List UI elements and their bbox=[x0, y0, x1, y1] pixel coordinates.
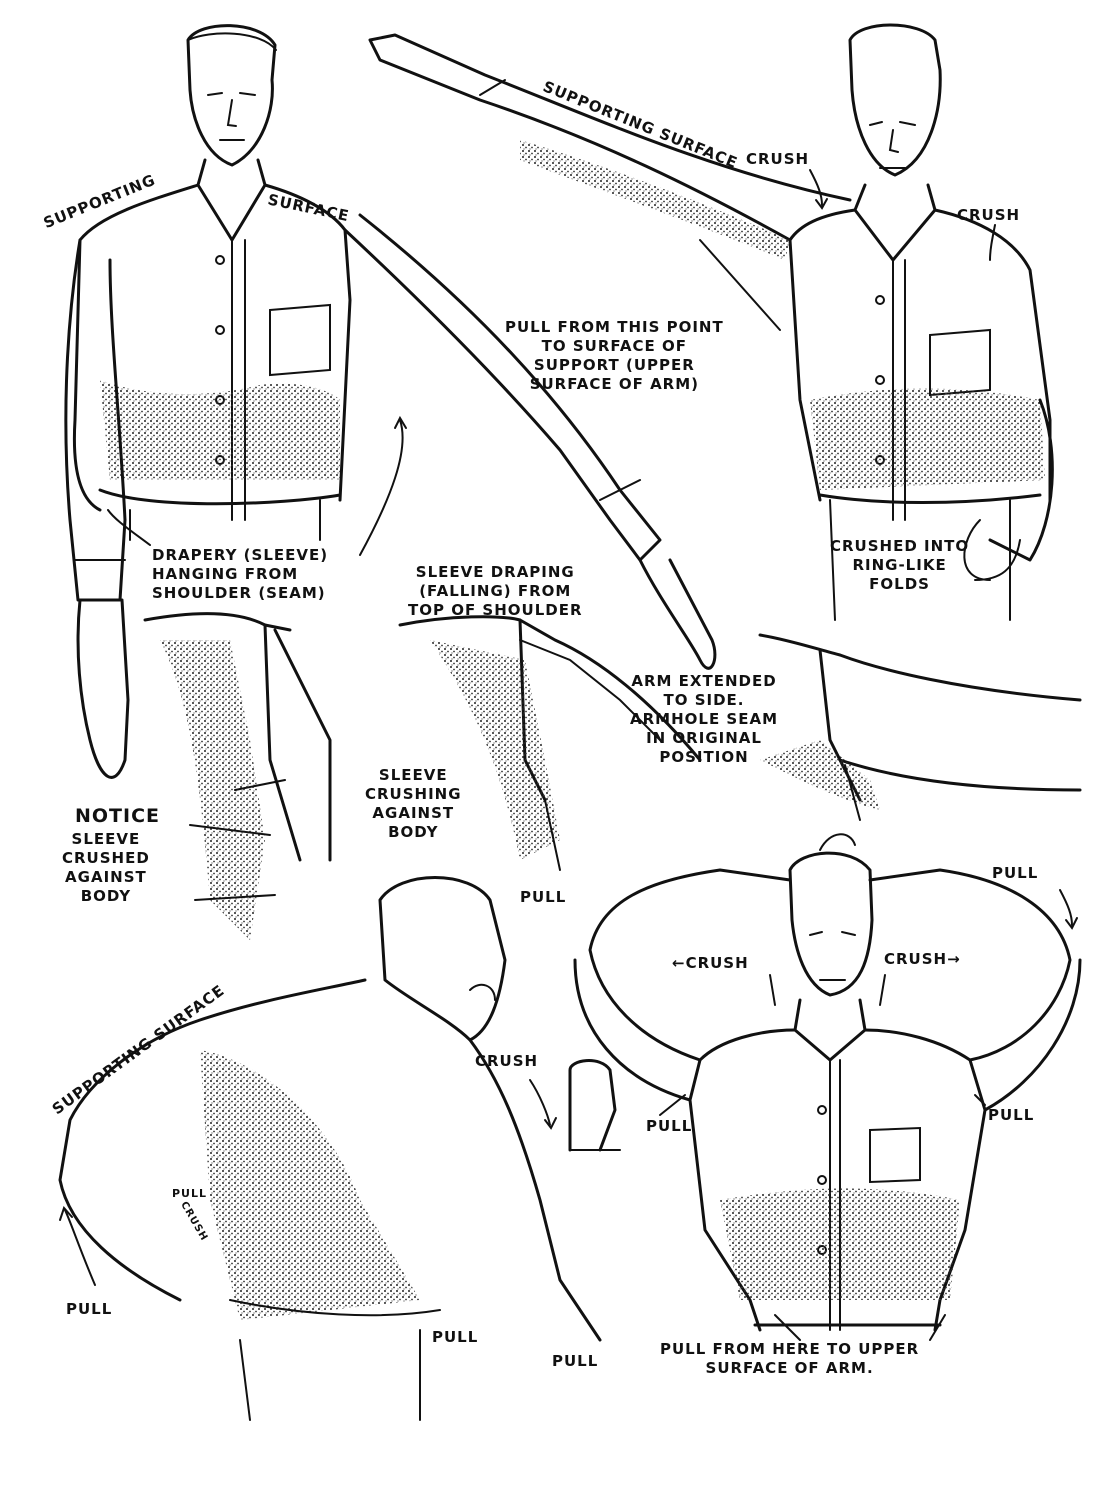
label-arm-extended-to-side: ARM EXTENDED TO SIDE. ARMHOLE SEAM IN OR… bbox=[630, 672, 779, 766]
label-sleeve-crushing: SLEEVE CRUSHING AGAINST BODY bbox=[365, 766, 462, 841]
label-crush-raised-left: CRUSH bbox=[746, 150, 810, 168]
label-pull-back-elbow: PULL bbox=[552, 1352, 599, 1370]
label-notice: NOTICE bbox=[75, 805, 161, 827]
figure-front-arm-raised bbox=[368, 23, 1054, 621]
label-ring-like-folds: CRUSHED INTO RING-LIKE FOLDS bbox=[830, 537, 970, 593]
figure-hands-on-head bbox=[573, 833, 1082, 1341]
label-crush-back: CRUSH bbox=[475, 1052, 539, 1070]
label-drapery-hanging: DRAPERY (SLEEVE) HANGING FROM SHOULDER (… bbox=[152, 546, 329, 602]
label-crush-raised-right: CRUSH bbox=[957, 206, 1021, 224]
label-sleeve-draping: SLEEVE DRAPING (FALLING) FROM TOP OF SHO… bbox=[408, 563, 583, 619]
label-pull-back-mid: PULL bbox=[432, 1328, 479, 1346]
label-pull-back-left: PULL bbox=[66, 1300, 113, 1318]
detail-arm-slightly-raised-sketch bbox=[398, 615, 702, 871]
detail-arm-extended-sketch bbox=[758, 633, 1082, 821]
label-pull-head-left: PULL bbox=[646, 1117, 693, 1135]
figure-front-arm-out bbox=[64, 24, 717, 779]
label-pull-head-right: PULL bbox=[988, 1106, 1035, 1124]
label-sleeve-crushed-against-body: SLEEVE CRUSHED AGAINST BODY bbox=[62, 830, 150, 905]
label-pull-from-this-point: PULL FROM THIS POINT TO SURFACE OF SUPPO… bbox=[505, 318, 724, 393]
label-pull-head-top: PULL bbox=[992, 864, 1039, 882]
label-pull-from-here: PULL FROM HERE TO UPPER SURFACE OF ARM. bbox=[660, 1340, 920, 1377]
label-crush-head-left: ←CRUSH bbox=[672, 954, 749, 972]
label-pull-detail: PULL bbox=[520, 888, 567, 906]
label-pull-small-back: PULL bbox=[172, 1187, 208, 1200]
label-crush-head-right: CRUSH→ bbox=[884, 950, 961, 968]
detail-arm-down-sketch bbox=[143, 612, 332, 940]
figure-back-view bbox=[58, 876, 621, 1421]
